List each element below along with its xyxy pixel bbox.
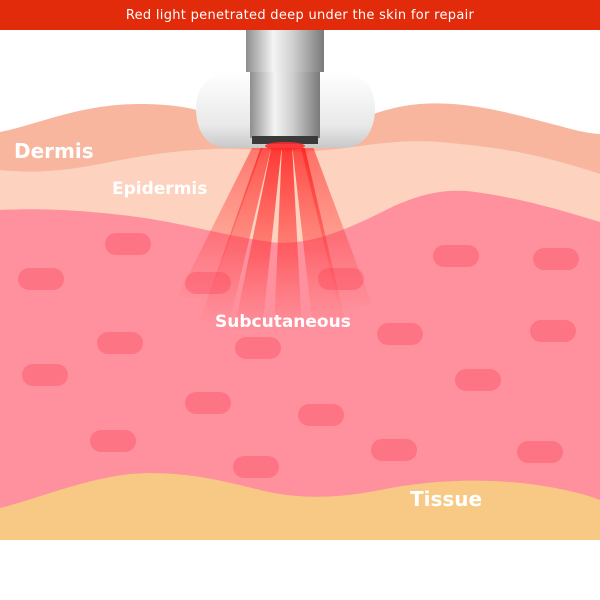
cell	[97, 332, 143, 354]
subcutaneous-layer	[0, 190, 600, 540]
subcutaneous-label: Subcutaneous	[215, 312, 351, 332]
light-device-icon	[196, 30, 375, 150]
cell	[298, 404, 344, 426]
cell	[433, 245, 479, 267]
light-beam	[300, 144, 372, 310]
cell	[235, 337, 281, 359]
epidermis-label: Epidermis	[112, 179, 207, 199]
cell	[517, 441, 563, 463]
light-beam	[274, 144, 302, 330]
dermis-label: Dermis	[14, 139, 94, 163]
red-light-beams	[178, 144, 372, 330]
tissue-label: Tissue	[410, 487, 482, 511]
tissue-layer	[0, 473, 600, 540]
cell	[185, 392, 231, 414]
light-beam	[178, 144, 264, 300]
light-beam	[200, 144, 272, 320]
cell	[455, 369, 501, 391]
cell	[233, 456, 279, 478]
cell	[371, 439, 417, 461]
cell	[533, 248, 579, 270]
banner: Red light penetrated deep under the skin…	[0, 0, 600, 30]
cell	[22, 364, 68, 386]
cell	[377, 323, 423, 345]
cell	[530, 320, 576, 342]
light-beam	[234, 144, 282, 330]
cell	[18, 268, 64, 290]
cell	[105, 233, 151, 255]
cell	[90, 430, 136, 452]
light-beam	[292, 144, 345, 320]
